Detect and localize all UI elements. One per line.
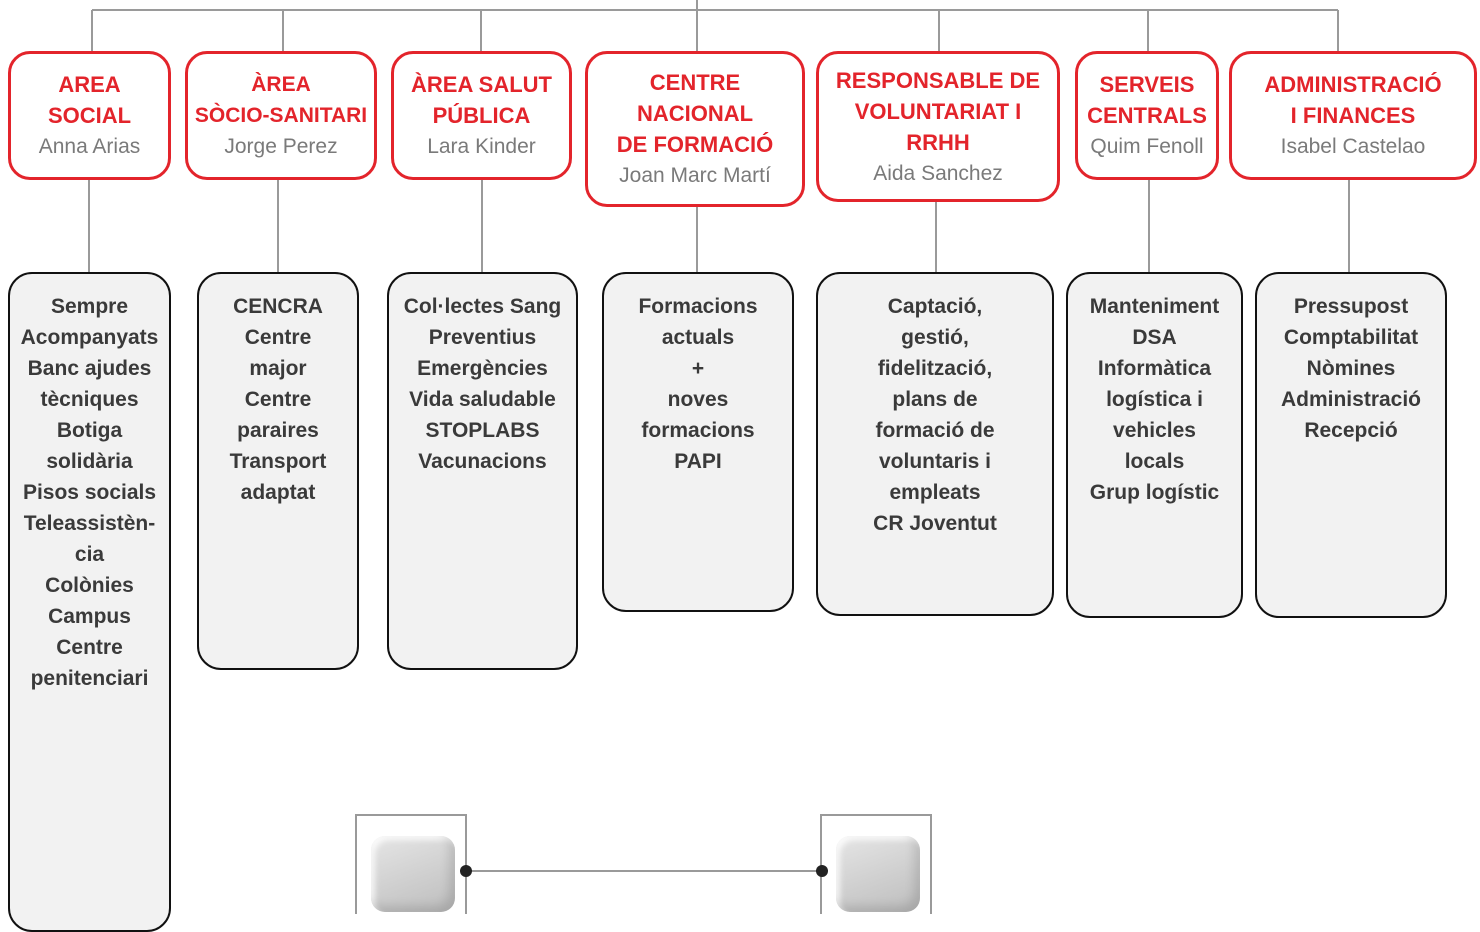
- department-manager: Isabel Castelao: [1280, 135, 1426, 158]
- department-manager: Jorge Perez: [224, 135, 338, 158]
- department-title: ÀREA SALUT PÚBLICA: [411, 72, 552, 128]
- department-header-area-salut-publica: ÀREA SALUT PÚBLICA Lara Kinder: [391, 51, 572, 180]
- service-item: CR Joventut: [873, 512, 997, 535]
- department-manager: Quim Fenoll: [1090, 135, 1204, 158]
- department-manager: Aida Sanchez: [873, 161, 1003, 185]
- service-item: STOPLABS: [425, 419, 540, 442]
- service-item: Comptabilitat: [1283, 326, 1419, 349]
- department-header-area-social: AREA SOCIAL Anna Arias: [8, 51, 171, 180]
- department-header-centre-nacional-formacio: CENTRE NACIONAL DE FORMACIÓ Joan Marc Ma…: [585, 51, 805, 207]
- service-item: PAPI: [674, 450, 722, 473]
- department-header-administracio-finances: ADMINISTRACIÓ I FINANCES Isabel Castelao: [1229, 51, 1477, 180]
- department-header-voluntariat-rrhh: RESPONSABLE DE VOLUNTARIAT I RRHH Aida S…: [816, 51, 1060, 202]
- service-item: Pressupost: [1293, 295, 1409, 318]
- service-item: Grup logístic: [1089, 481, 1220, 504]
- cube-icon: [836, 836, 920, 912]
- service-item: Manteniment DSA: [1089, 295, 1220, 349]
- department-services-area-socio-sanitari: CENCRA Centre major Centre paraires Tran…: [197, 272, 359, 670]
- department-title: ADMINISTRACIÓ I FINANCES: [1264, 72, 1442, 128]
- department-title: RESPONSABLE DE VOLUNTARIAT I RRHH: [835, 67, 1041, 155]
- service-item: Formacions actuals + noves formacions: [638, 295, 758, 442]
- service-item: Administració: [1280, 388, 1422, 411]
- cube-icon: [371, 836, 455, 912]
- department-header-area-socio-sanitari: ÀREA SÒCIO-SANITARI Jorge Perez: [185, 51, 377, 180]
- department-services-centre-nacional-formacio: Formacions actuals + noves formacions PA…: [602, 272, 794, 612]
- service-item: Recepció: [1304, 419, 1398, 442]
- service-item: Teleassistèn- cia: [23, 512, 156, 566]
- service-item: Botiga solidària: [46, 419, 133, 473]
- department-manager: Lara Kinder: [427, 135, 536, 158]
- department-services-area-salut-publica: Col·lectes Sang Preventius Emergències V…: [387, 272, 578, 670]
- department-title: SERVEIS CENTRALS: [1087, 72, 1207, 128]
- service-item: Campus: [48, 605, 131, 628]
- service-item: Emergències: [417, 357, 548, 380]
- service-item: Centre paraires: [237, 388, 319, 442]
- service-item: Colònies: [45, 574, 134, 597]
- service-item: Sempre Acompanyats: [20, 295, 159, 349]
- service-item: Centre penitenciari: [30, 636, 149, 690]
- department-services-administracio-finances: Pressupost Comptabilitat Nòmines Adminis…: [1255, 272, 1447, 618]
- department-title: CENTRE NACIONAL DE FORMACIÓ: [616, 70, 774, 157]
- service-item: Centre major: [244, 326, 312, 380]
- service-item: Pisos socials: [22, 481, 157, 504]
- department-header-serveis-centrals: SERVEIS CENTRALS Quim Fenoll: [1075, 51, 1219, 180]
- department-manager: Anna Arias: [38, 135, 141, 158]
- service-item: Transport adaptat: [229, 450, 327, 504]
- service-item: Col·lectes Sang: [403, 295, 562, 318]
- service-item: CENCRA: [233, 295, 323, 318]
- department-title: AREA SOCIAL: [47, 72, 132, 128]
- department-services-serveis-centrals: Manteniment DSA Informàtica logística i …: [1066, 272, 1243, 618]
- service-item: Captació, gestió, fidelització, plans de…: [875, 295, 995, 504]
- connector-widget-right[interactable]: [820, 814, 932, 914]
- department-title: ÀREA SÒCIO-SANITARI: [194, 73, 368, 127]
- connector-widget-left[interactable]: [355, 814, 467, 914]
- department-services-area-social: Sempre Acompanyats Banc ajudes tècniques…: [8, 272, 171, 932]
- service-item: Nòmines: [1306, 357, 1396, 380]
- service-item: Vacunacions: [418, 450, 547, 473]
- service-item: Preventius: [428, 326, 537, 349]
- department-services-voluntariat-rrhh: Captació, gestió, fidelització, plans de…: [816, 272, 1054, 616]
- service-item: Vida saludable: [409, 388, 556, 411]
- service-item: Informàtica logística i vehicles locals: [1097, 357, 1212, 473]
- service-item: Banc ajudes tècniques: [27, 357, 152, 411]
- department-manager: Joan Marc Martí: [619, 164, 771, 187]
